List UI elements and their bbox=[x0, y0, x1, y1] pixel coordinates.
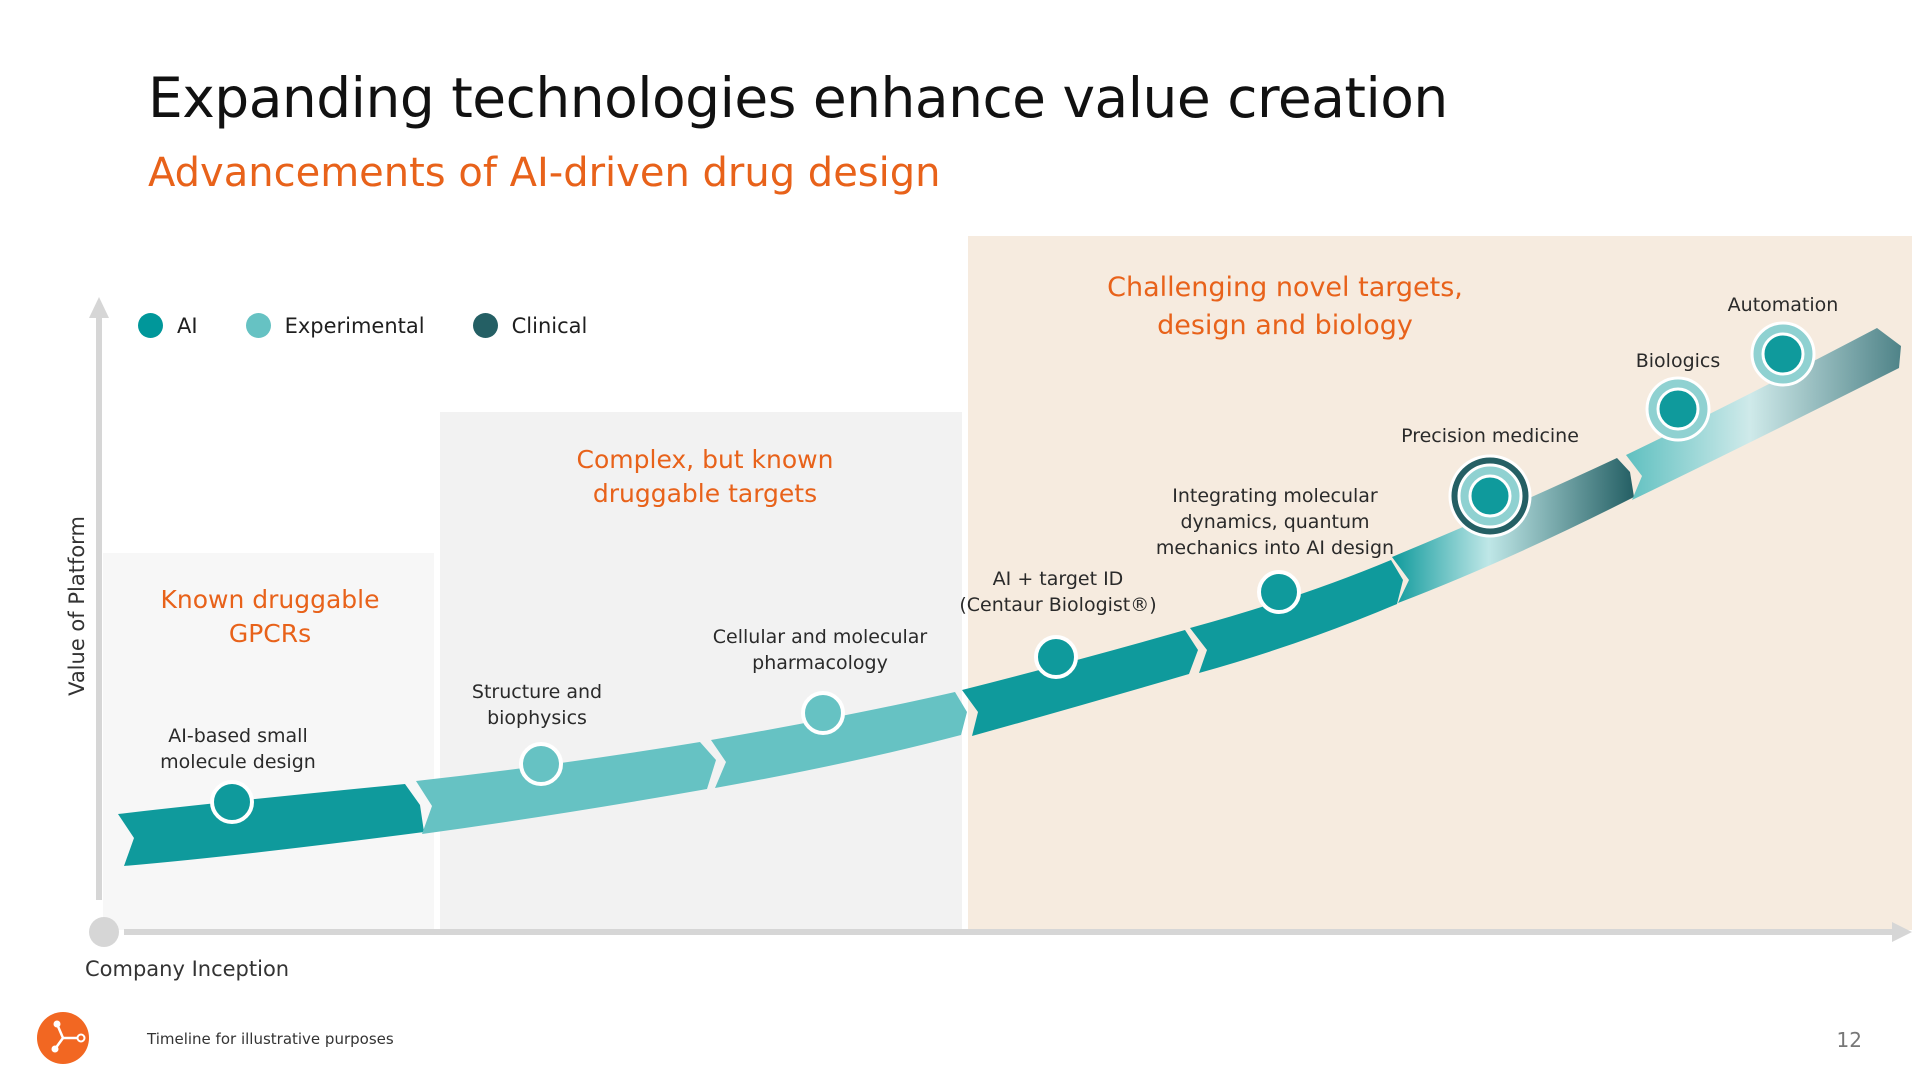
stage-title-2: Complex, but known druggable targets bbox=[576, 445, 834, 508]
legend-label-experimental: Experimental bbox=[284, 313, 425, 338]
legend-item-ai: AI bbox=[138, 313, 198, 338]
page-subtitle: Advancements of AI-driven drug design bbox=[148, 150, 941, 196]
x-axis bbox=[124, 922, 1912, 942]
node-molecular-dynamics bbox=[1257, 570, 1301, 614]
stage-title-3: Challenging novel targets, design and bi… bbox=[1107, 272, 1463, 341]
arrow-segment-3 bbox=[711, 692, 967, 788]
stage-title-1: Known druggable GPCRs bbox=[160, 585, 380, 648]
company-logo bbox=[37, 1012, 89, 1064]
milestone-label-biologics: Biologics bbox=[1635, 350, 1721, 372]
legend-dot-ai bbox=[138, 313, 163, 338]
node-biologics bbox=[1645, 376, 1711, 442]
node-structure-biophysics bbox=[519, 742, 563, 786]
y-axis-label: Value of Platform bbox=[65, 516, 89, 696]
x-axis-label: Company Inception bbox=[85, 957, 290, 981]
stage-band-2 bbox=[440, 412, 962, 930]
node-ai-small-molecule bbox=[210, 780, 254, 824]
arrow-segment-4 bbox=[962, 630, 1198, 736]
milestone-label-precision-medicine: Precision medicine bbox=[1401, 425, 1579, 447]
footnote: Timeline for illustrative purposes bbox=[147, 1030, 394, 1048]
milestone-label-cellular-pharmacology: Cellular and molecular pharmacology bbox=[712, 626, 928, 674]
page-title: Expanding technologies enhance value cre… bbox=[148, 66, 1448, 130]
milestone-label-structure-biophysics: Structure and biophysics bbox=[471, 681, 603, 729]
legend-label-clinical: Clinical bbox=[511, 313, 588, 338]
arrow-segment-2 bbox=[416, 742, 716, 834]
legend-item-clinical: Clinical bbox=[472, 313, 588, 338]
node-cellular-pharmacology bbox=[801, 691, 845, 735]
milestone-label-molecular-dynamics: Integrating molecular dynamics, quantum … bbox=[1155, 485, 1395, 559]
legend-dot-experimental bbox=[245, 313, 271, 338]
milestone-label-target-id: AI + target ID (Centaur Biologist®) bbox=[959, 568, 1157, 616]
node-target-id bbox=[1034, 635, 1078, 679]
arrow-segment-7 bbox=[1626, 328, 1901, 500]
milestone-label-ai-small-molecule: AI-based small molecule design bbox=[160, 725, 316, 773]
y-axis bbox=[89, 297, 109, 900]
arrow-segment-5 bbox=[1190, 560, 1403, 673]
origin-dot bbox=[89, 917, 119, 947]
page-number: 12 bbox=[1836, 1028, 1862, 1052]
arrow-segment-1 bbox=[118, 784, 424, 866]
legend: AI Experimental Clinical bbox=[138, 313, 635, 338]
legend-dot-clinical bbox=[472, 313, 498, 338]
legend-label-ai: AI bbox=[177, 313, 198, 338]
legend-item-experimental: Experimental bbox=[245, 313, 425, 338]
milestone-label-automation: Automation bbox=[1727, 294, 1839, 316]
stage-band-1 bbox=[103, 553, 434, 930]
node-automation bbox=[1750, 321, 1816, 387]
node-precision-medicine bbox=[1448, 454, 1532, 538]
